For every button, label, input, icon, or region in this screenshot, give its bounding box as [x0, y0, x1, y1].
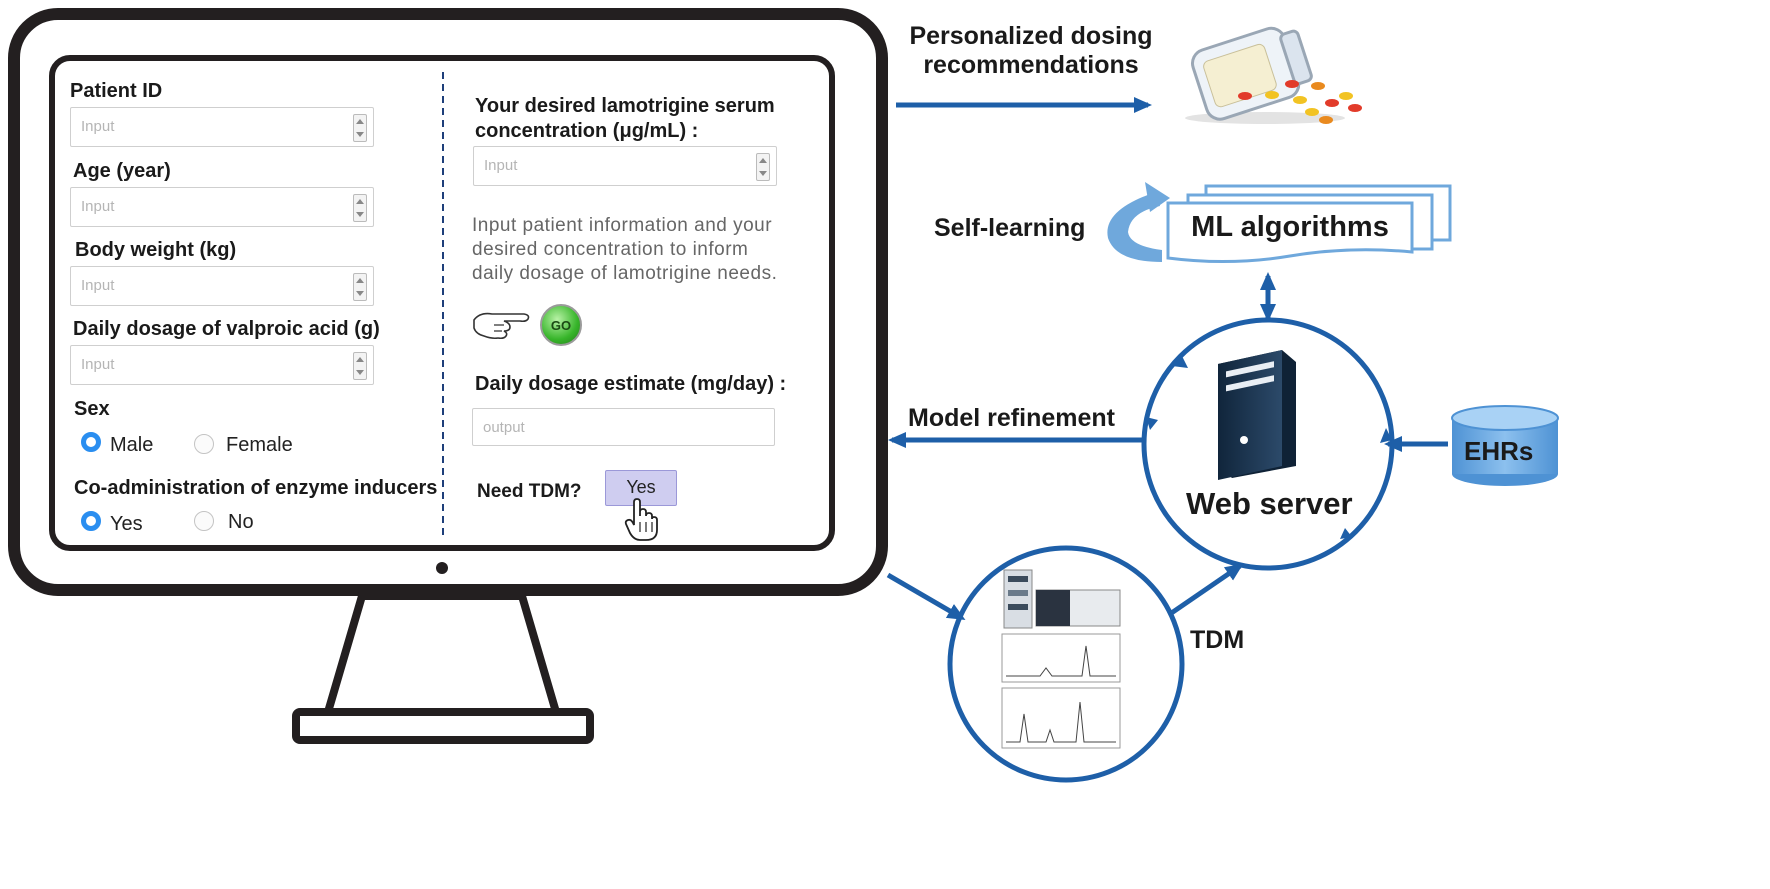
- inducers-label: Co-administration of enzyme inducers: [74, 477, 438, 499]
- patient-id-placeholder: Input: [81, 118, 115, 135]
- instructions-line-3: daily dosage of lamotrigine needs.: [472, 263, 778, 284]
- chromatogram-icon: [1001, 633, 1121, 749]
- inducers-yes-label: Yes: [110, 513, 143, 535]
- ehrs-label: EHRs: [1464, 436, 1534, 466]
- arrow-to-tdm: [886, 572, 966, 621]
- ml-algorithms-stack: [1166, 184, 1452, 264]
- ml-algorithms-label: ML algorithms: [1191, 211, 1389, 243]
- desired-conc-label-2: concentration (μg/mL) :: [475, 120, 699, 142]
- estimate-output-placeholder: output: [483, 419, 525, 436]
- need-tdm-label: Need TDM?: [477, 481, 582, 502]
- web-server-label: Web server: [1186, 486, 1353, 521]
- monitor-neck: [322, 592, 562, 716]
- model-refinement-label: Model refinement: [908, 404, 1115, 432]
- desired-conc-input[interactable]: Input: [473, 146, 777, 186]
- age-input[interactable]: Input: [70, 187, 374, 227]
- go-button[interactable]: GO: [540, 304, 582, 346]
- monitor-base: [292, 708, 594, 744]
- inducers-no-label: No: [228, 511, 254, 533]
- estimate-output: output: [472, 408, 775, 446]
- self-learning-arrow: [1107, 182, 1170, 262]
- webcam-dot: [436, 562, 448, 574]
- desired-conc-placeholder: Input: [484, 157, 518, 174]
- hand-cursor-icon: [624, 498, 658, 541]
- personalized-line-1: Personalized dosing: [909, 22, 1153, 50]
- server-tower-icon: [1218, 350, 1296, 480]
- desired-conc-stepper[interactable]: [756, 153, 770, 181]
- sex-male-label: Male: [110, 434, 154, 456]
- sex-male-radio[interactable]: [81, 432, 101, 452]
- patient-id-stepper[interactable]: [353, 114, 367, 142]
- age-label: Age (year): [73, 160, 171, 182]
- ehrs-database-icon: [1451, 405, 1559, 486]
- lab-instrument-icon: [1003, 569, 1121, 629]
- desired-conc-label-1: Your desired lamotrigine serum: [475, 95, 775, 117]
- tdm-label: TDM: [1190, 626, 1245, 654]
- valproic-placeholder: Input: [81, 356, 115, 373]
- pill-bottle-icon: [1185, 26, 1362, 124]
- sex-female-label: Female: [226, 434, 293, 456]
- age-placeholder: Input: [81, 198, 115, 215]
- personalized-line-2: recommendations: [923, 51, 1139, 79]
- weight-stepper[interactable]: [353, 273, 367, 301]
- valproic-label: Daily dosage of valproic acid (g): [73, 318, 380, 340]
- instructions-line-1: Input patient information and your: [472, 215, 773, 236]
- sex-female-radio[interactable]: [194, 434, 214, 454]
- personalized-dosing-title: Personalized dosing recommendations: [902, 22, 1160, 80]
- weight-placeholder: Input: [81, 277, 115, 294]
- valproic-input[interactable]: Input: [70, 345, 374, 385]
- need-tdm-yes-button[interactable]: Yes: [605, 470, 677, 506]
- weight-label: Body weight (kg): [75, 239, 237, 261]
- inducers-no-radio[interactable]: [194, 511, 214, 531]
- inducers-yes-radio[interactable]: [81, 511, 101, 531]
- weight-input[interactable]: Input: [70, 266, 374, 306]
- arrow-tdm-to-server: [1168, 563, 1244, 617]
- patient-id-label: Patient ID: [70, 80, 163, 102]
- valproic-stepper[interactable]: [353, 352, 367, 380]
- estimate-label: Daily dosage estimate (mg/day) :: [475, 373, 787, 395]
- patient-id-input[interactable]: Input: [70, 107, 374, 147]
- instructions-line-2: desired concentration to inform: [472, 239, 749, 260]
- sex-label: Sex: [74, 398, 110, 420]
- self-learning-label: Self-learning: [934, 214, 1086, 242]
- age-stepper[interactable]: [353, 194, 367, 222]
- pointing-hand-icon: [473, 312, 530, 340]
